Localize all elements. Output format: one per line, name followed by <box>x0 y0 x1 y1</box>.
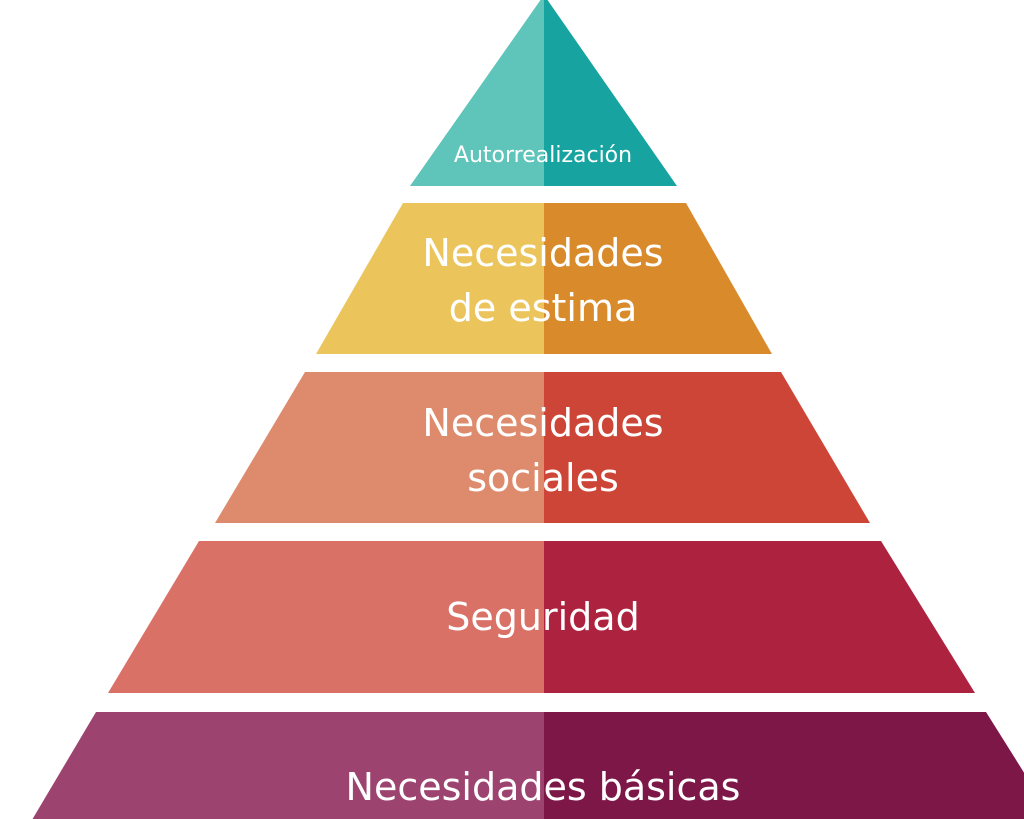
level-right-half <box>544 0 677 186</box>
level-left-half <box>215 372 544 523</box>
level-left-half <box>316 203 544 354</box>
level-left-half <box>32 712 544 819</box>
pyramid-level-safety: Seguridad <box>108 541 975 693</box>
pyramid-level-esteem: Necesidades de estima <box>316 203 772 354</box>
pyramid-level-social: Necesidades sociales <box>215 372 870 523</box>
level-label-line-1: Necesidades <box>422 401 663 445</box>
level-right-half <box>544 203 772 354</box>
level-label-line-2: de estima <box>449 286 638 330</box>
level-label: Autorrealización <box>454 143 632 168</box>
level-right-half <box>544 372 870 523</box>
pyramid-level-physiological: Necesidades básicas <box>32 712 1024 819</box>
level-label: Necesidades básicas <box>346 765 741 809</box>
level-left-half <box>108 541 544 693</box>
level-right-half <box>544 712 1024 819</box>
level-right-half <box>544 541 975 693</box>
pyramid-level-self-actualization: Autorrealización <box>410 0 677 186</box>
level-label-line-2: sociales <box>467 456 619 500</box>
level-label-line-1: Necesidades <box>422 231 663 275</box>
level-left-half <box>410 0 544 186</box>
level-label: Seguridad <box>446 595 639 639</box>
